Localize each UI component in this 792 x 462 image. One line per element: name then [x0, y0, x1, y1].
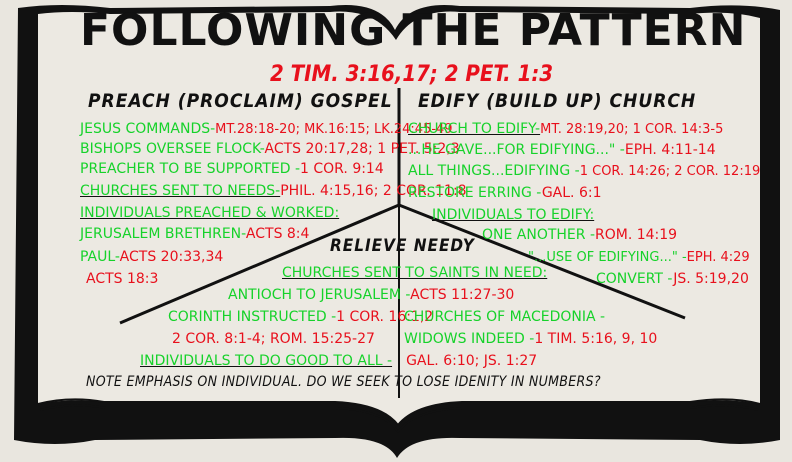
left-heading: PREACH (PROCLAIM) GOSPEL: [88, 90, 393, 112]
churches-sent-line: CHURCHES SENT TO SAINTS IN NEED:: [282, 265, 548, 281]
left-line-3: CHURCHES SENT TO NEEDS-PHIL. 4:15,16; 2 …: [80, 183, 467, 199]
relieve-needy-heading: RELIEVE NEEDY: [330, 236, 475, 256]
right-line-0: CHURCH TO EDIFY-MT. 28:19,20; 1 COR. 14:…: [408, 121, 724, 137]
right-line-4: INDIVIDUALS TO EDIFY:: [432, 207, 595, 223]
individuals-good-line: INDIVIDUALS TO DO GOOD TO ALL -GAL. 6:10…: [140, 353, 538, 369]
left-line-7: ACTS 18:3: [86, 271, 159, 287]
poster-title: FOLLOWING THE PATTERN: [80, 5, 747, 56]
left-line-4: INDIVIDUALS PREACHED & WORKED:: [80, 205, 340, 221]
macedonia-line: CHURCHES OF MACEDONIA -: [404, 309, 606, 325]
cor-rom-line: 2 COR. 8:1-4; ROM. 15:25-27: [172, 331, 375, 347]
left-line-2: PREACHER TO BE SUPPORTED -1 COR. 9:14: [80, 161, 384, 177]
left-line-6: PAUL-ACTS 20:33,34: [80, 249, 224, 265]
right-line-7: CONVERT -JS. 5:19,20: [596, 271, 749, 287]
emphasis-note: NOTE EMPHASIS ON INDIVIDUAL. DO WE SEEK …: [86, 374, 601, 390]
widows-line: WIDOWS INDEED -1 TIM. 5:16, 9, 10: [404, 331, 658, 347]
right-line-1: ...HE GAVE...FOR EDIFYING..." -EPH. 4:11…: [408, 142, 716, 158]
antioch-line: ANTIOCH TO JERUSALEM -ACTS 11:27-30: [228, 287, 515, 303]
right-line-2: ALL THINGS...EDIFYING -1 COR. 14:26; 2 C…: [408, 163, 761, 179]
left-line-5: JERUSALEM BRETHREN-ACTS 8:4: [80, 226, 310, 242]
right-heading: EDIFY (BUILD UP) CHURCH: [418, 90, 697, 112]
right-line-6: "...USE OF EDIFYING..." -EPH. 4:29: [528, 250, 750, 265]
right-line-5: ONE ANOTHER -ROM. 14:19: [482, 227, 678, 243]
left-line-1: BISHOPS OVERSEE FLOCK-ACTS 20:17,28; 1 P…: [80, 141, 460, 157]
right-line-3: RESTORE ERRING -GAL. 6:1: [408, 185, 602, 201]
title-scripture-ref: 2 TIM. 3:16,17; 2 PET. 1:3: [270, 62, 554, 87]
left-line-0: JESUS COMMANDS-MT.28:18-20; MK.16:15; LK…: [80, 121, 453, 137]
corinth-line: CORINTH INSTRUCTED -1 COR. 16:1,2: [168, 309, 434, 325]
